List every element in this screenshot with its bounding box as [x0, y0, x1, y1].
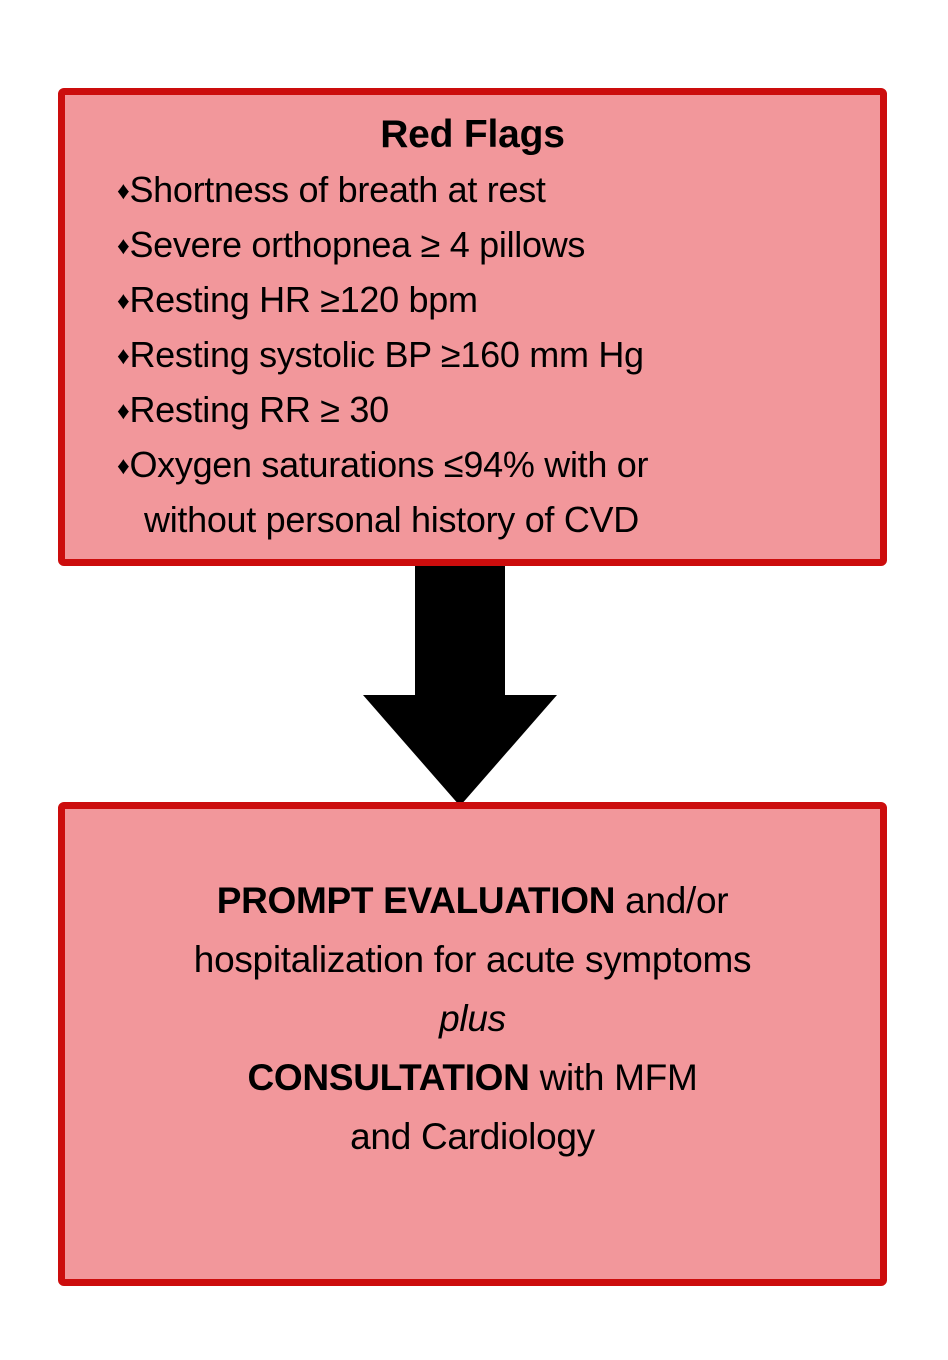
list-item: ♦Resting systolic BP ≥160 mm Hg [117, 328, 880, 383]
list-item-label: Oxygen saturations ≤94% with or [129, 444, 649, 485]
down-arrow-icon [363, 566, 557, 806]
list-item: ♦Resting RR ≥ 30 [117, 383, 880, 438]
red-flags-list: ♦Shortness of breath at rest ♦Severe ort… [65, 163, 880, 547]
list-item-label: Shortness of breath at rest [129, 169, 546, 210]
action-line: plus [65, 989, 880, 1048]
list-item-label: Severe orthopnea ≥ 4 pillows [129, 224, 586, 265]
list-item: ♦Shortness of breath at rest [117, 163, 880, 218]
diamond-bullet-icon: ♦ [117, 397, 130, 425]
action-box: PROMPT EVALUATION and/or hospitalization… [58, 802, 887, 1286]
diamond-bullet-icon: ♦ [117, 452, 130, 480]
action-line: PROMPT EVALUATION and/or [65, 871, 880, 930]
action-emphasis: PROMPT EVALUATION [216, 880, 616, 921]
list-item-label: Resting HR ≥120 bpm [129, 279, 478, 320]
action-text: and Cardiology [350, 1116, 595, 1157]
action-emphasis: CONSULTATION [247, 1057, 530, 1098]
action-line: CONSULTATION with MFM [65, 1048, 880, 1107]
list-item: ♦Severe orthopnea ≥ 4 pillows [117, 218, 880, 273]
red-flags-heading: Red Flags [380, 113, 565, 156]
red-flags-box: Red Flags ♦Shortness of breath at rest ♦… [58, 88, 887, 566]
action-conjunction: plus [439, 998, 506, 1039]
list-item: ♦Oxygen saturations ≤94% with or without… [117, 438, 880, 547]
diamond-bullet-icon: ♦ [117, 177, 130, 205]
diamond-bullet-icon: ♦ [117, 342, 130, 370]
diamond-bullet-icon: ♦ [117, 232, 130, 260]
diamond-bullet-icon: ♦ [117, 287, 130, 315]
list-item-continuation: without personal history of CVD [144, 499, 639, 540]
list-item-label: Resting RR ≥ 30 [129, 389, 389, 430]
action-line: hospitalization for acute symptoms [65, 930, 880, 989]
action-text: and/or [615, 880, 729, 921]
action-line: and Cardiology [65, 1107, 880, 1166]
action-text: with MFM [529, 1057, 698, 1098]
list-item: ♦Resting HR ≥120 bpm [117, 273, 880, 328]
action-text: hospitalization for acute symptoms [193, 939, 752, 980]
action-text-block: PROMPT EVALUATION and/or hospitalization… [65, 809, 880, 1166]
list-item-label: Resting systolic BP ≥160 mm Hg [129, 334, 644, 375]
